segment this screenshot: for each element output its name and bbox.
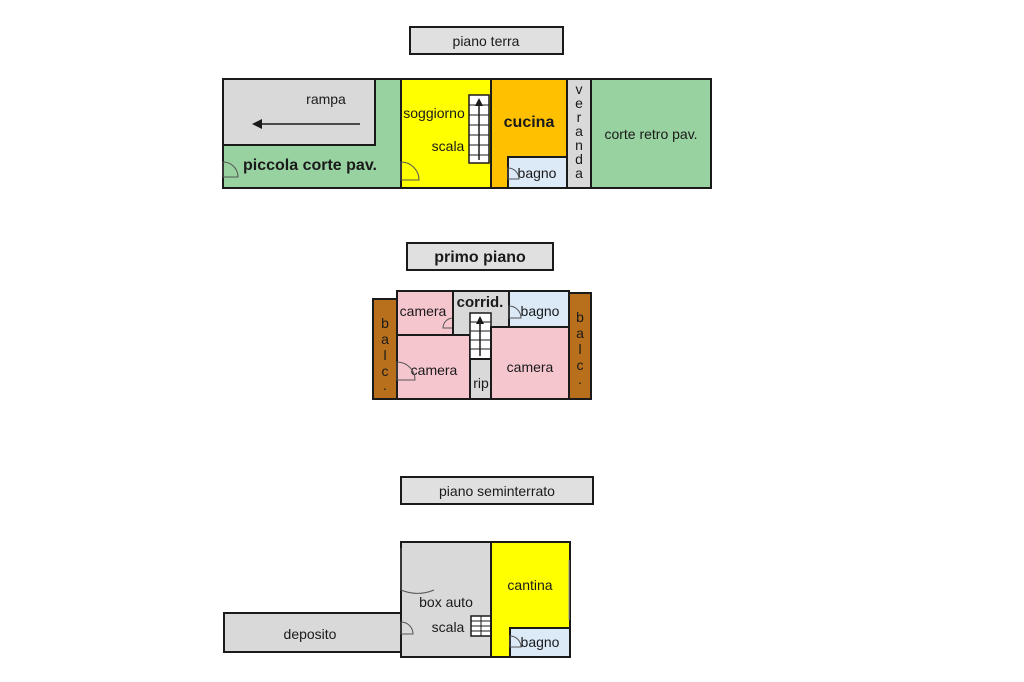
- box-auto-label: box auto: [419, 594, 473, 610]
- basement-scala-label: scala: [432, 619, 465, 635]
- balc-left-letter: a: [381, 331, 389, 347]
- ground-stair-icon: [468, 94, 490, 164]
- ground-floor-title-box: [409, 26, 564, 55]
- first-stair-icon: [469, 312, 492, 360]
- veranda-letter: r: [577, 109, 582, 125]
- ground-floor: piano terra rampa piccola corte pav. sog…: [222, 26, 712, 189]
- rampa-arrow-icon: [252, 119, 360, 129]
- balc-right-letter: .: [578, 371, 582, 387]
- corte-retro-label: corte retro pav.: [604, 126, 697, 142]
- veranda-letter: e: [575, 95, 583, 111]
- bagno-ground-label: bagno: [518, 165, 557, 181]
- basement-title: piano seminterrato: [439, 483, 555, 499]
- camera-top-left-area: [396, 290, 454, 336]
- camera-right-area: [490, 326, 570, 400]
- deposito-door-icon: [400, 621, 414, 635]
- soggiorno-door-icon: [400, 161, 420, 181]
- rampa-label: rampa: [306, 91, 346, 107]
- veranda-label: v e r a n d a: [575, 81, 583, 181]
- camera-right-label: camera: [507, 359, 554, 375]
- bagno-ground-door-icon: [507, 167, 520, 180]
- veranda-letter: v: [576, 81, 583, 97]
- cucina-label: cucina: [504, 114, 555, 131]
- bagno-basement-door-icon: [509, 635, 522, 648]
- deposito-area: [223, 612, 402, 653]
- box-auto-area: [400, 541, 492, 658]
- piccola-corte-label: piccola corte pav.: [243, 157, 377, 174]
- corte-retro-area: [590, 78, 712, 189]
- balcone-right-area: [568, 292, 592, 400]
- veranda-letter: a: [575, 123, 583, 139]
- first-floor: primo piano b a l c . camera camera corr…: [372, 242, 592, 400]
- corte-door-icon: [222, 161, 239, 178]
- basement-stair-icon: [470, 615, 492, 637]
- scala-label: scala: [432, 138, 465, 154]
- bagno-first-label: bagno: [521, 303, 560, 319]
- basement-floor: piano seminterrato deposito box auto sca…: [223, 476, 594, 658]
- camera-top-left-label: camera: [400, 303, 447, 319]
- bagno-basement-label: bagno: [521, 634, 560, 650]
- ripostiglio-label: rip: [473, 375, 489, 391]
- balc-right-letter: b: [576, 309, 584, 325]
- cantina-label: cantina: [507, 577, 552, 593]
- balcone-right-label: b a l c .: [576, 309, 584, 387]
- basement-title-box: [400, 476, 594, 505]
- veranda-letter: n: [575, 137, 583, 153]
- soggiorno-label: soggiorno: [403, 105, 465, 121]
- first-floor-title-box: [406, 242, 554, 271]
- camera-left-label: camera: [411, 362, 458, 378]
- first-floor-title: primo piano: [434, 249, 526, 266]
- veranda-letter: d: [575, 151, 583, 167]
- balc-left-letter: c: [382, 363, 389, 379]
- box-auto-door-icon: [400, 548, 435, 594]
- camera-left-door-icon: [396, 361, 416, 381]
- balc-right-letter: l: [578, 341, 581, 357]
- balc-left-letter: b: [381, 315, 389, 331]
- balc-left-letter: .: [383, 377, 387, 393]
- corridoio-label: corrid.: [457, 294, 504, 311]
- bagno-ground-area: [507, 156, 568, 189]
- deposito-label: deposito: [284, 626, 337, 642]
- balc-left-letter: l: [383, 347, 386, 363]
- bagno-first-door-icon: [508, 305, 522, 319]
- balc-right-letter: a: [576, 325, 584, 341]
- balc-right-letter: c: [577, 357, 584, 373]
- veranda-letter: a: [575, 165, 583, 181]
- camera-top-left-door-icon: [442, 317, 454, 329]
- rampa-area: [222, 78, 376, 146]
- balcone-left-label: b a l c .: [381, 315, 389, 393]
- ground-floor-title: piano terra: [453, 33, 520, 49]
